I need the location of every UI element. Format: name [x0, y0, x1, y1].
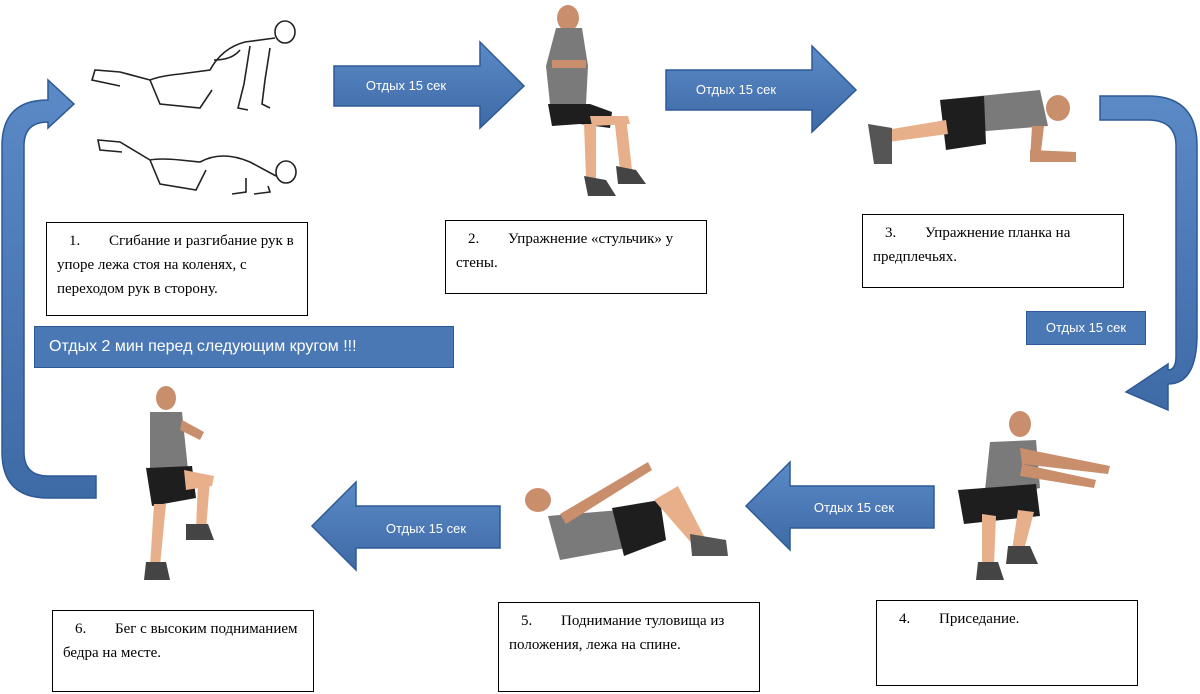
rest-label-4: Отдых 15 сек	[813, 500, 895, 515]
pushup-figure-bottom	[97, 139, 297, 195]
exercise-5-box: 5.Поднимание туловища из положения, лежа…	[498, 602, 760, 692]
arrow-right-2	[665, 44, 858, 134]
exercise-6-num: 6.	[75, 621, 87, 637]
arrow-return-up	[1, 78, 97, 499]
rest-label-2: Отдых 15 сек	[695, 82, 777, 97]
exercise-2-text: Упражнение «стульчик» у стены.	[456, 231, 674, 271]
exercise-3-text: Упражнение планка на предплечьях.	[873, 225, 1071, 265]
situp-figure	[525, 462, 728, 560]
exercise-4-num: 4.	[899, 611, 911, 627]
exercise-6-box: 6.Бег с высоким подниманием бедра на мес…	[52, 610, 314, 692]
rest-long-banner: Отдых 2 мин перед следующим кругом !!!	[34, 326, 454, 368]
exercise-1-box: 1.Сгибание и разгибание рук в упоре лежа…	[46, 222, 308, 316]
arrow-curve-down	[1099, 95, 1198, 412]
arrow-right-1	[333, 40, 526, 130]
squat-figure	[958, 411, 1110, 580]
plank-figure	[868, 90, 1076, 164]
rest-label-3: Отдых 15 сек	[1026, 311, 1146, 345]
exercise-3-num: 3.	[885, 225, 897, 241]
exercise-4-text: Приседание.	[939, 611, 1020, 627]
exercise-1-text: Сгибание и разгибание рук в упоре лежа с…	[57, 233, 294, 297]
rest-label-1: Отдых 15 сек	[365, 78, 447, 93]
exercise-5-num: 5.	[521, 613, 533, 629]
arrow-left-2	[310, 480, 501, 572]
rest-label-5: Отдых 15 сек	[385, 521, 467, 536]
exercise-2-num: 2.	[468, 231, 480, 247]
wall-sit-figure	[546, 5, 646, 196]
exercise-2-box: 2.Упражнение «стульчик» у стены.	[445, 220, 707, 294]
arrow-left-1	[744, 460, 935, 552]
high-knees-figure	[144, 386, 214, 580]
exercise-4-box: 4. Приседание.	[876, 600, 1138, 686]
exercise-3-box: 3.Упражнение планка на предплечьях.	[862, 214, 1124, 288]
exercise-6-text: Бег с высоким подниманием бедра на месте…	[63, 621, 298, 661]
exercise-1-num: 1.	[69, 233, 81, 249]
exercise-5-text: Поднимание туловища из положения, лежа н…	[509, 613, 725, 653]
pushup-figure-top	[90, 20, 296, 111]
